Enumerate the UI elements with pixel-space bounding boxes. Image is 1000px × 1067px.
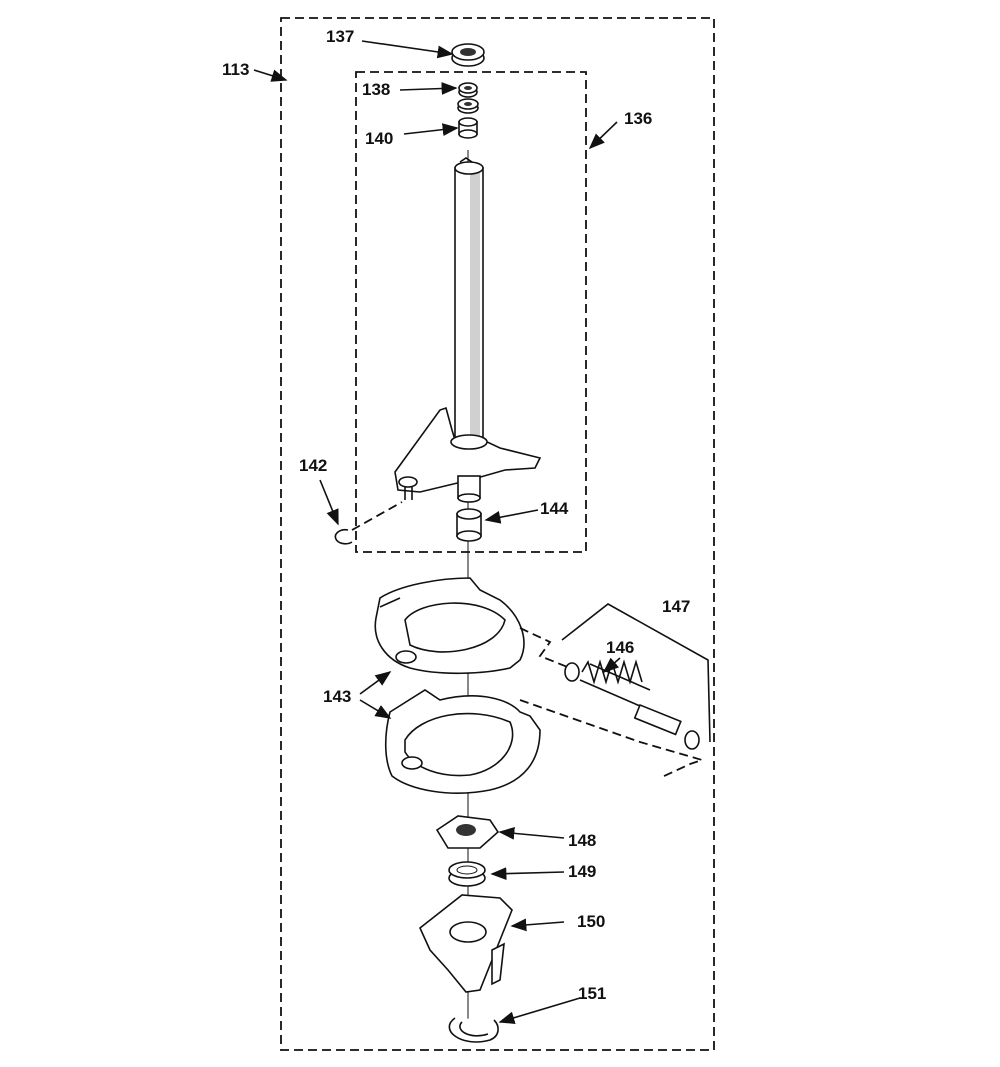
part-150-yoke — [419, 894, 513, 993]
callout-143: 143 — [323, 687, 351, 706]
part-140-bushing — [458, 117, 478, 139]
leader-140 — [403, 123, 459, 136]
part-143-brake-shoe-upper — [374, 577, 525, 675]
leader-143-b — [359, 699, 392, 719]
part-144-cam-bushing — [456, 508, 482, 542]
leader-136 — [588, 121, 618, 150]
callout-149: 149 — [568, 862, 596, 881]
part-142-clip — [334, 501, 403, 545]
part-148-plate — [435, 815, 500, 849]
callout-148: 148 — [568, 831, 596, 850]
leader-143-a — [359, 671, 392, 695]
part-149-ring — [448, 861, 486, 887]
part-bearing — [457, 98, 479, 114]
leader-148 — [498, 826, 565, 840]
callout-150: 150 — [577, 912, 605, 931]
leader-150 — [510, 918, 565, 932]
leader-144 — [484, 509, 539, 524]
leader-146 — [602, 657, 621, 674]
callout-113: 113 — [222, 60, 249, 79]
subassembly-136-boundary — [355, 71, 587, 553]
leader-137 — [361, 40, 454, 59]
leader-149 — [490, 867, 565, 880]
part-151-retaining-ring — [448, 1017, 499, 1043]
part-136-shaft-tube — [394, 157, 542, 503]
callout-144: 144 — [540, 499, 569, 518]
callout-151: 151 — [578, 984, 606, 1003]
callout-142: 142 — [299, 456, 327, 475]
part-137-seal — [451, 43, 485, 67]
label-147-bracket — [561, 603, 711, 743]
part-143-brake-shoe-lower — [384, 689, 541, 794]
callout-140: 140 — [365, 129, 393, 148]
assembly-113-boundary — [280, 17, 715, 1051]
leader-138 — [399, 82, 458, 95]
leader-151 — [498, 997, 581, 1024]
callout-138: 138 — [362, 80, 390, 99]
callout-146: 146 — [606, 638, 634, 657]
part-138-washer — [458, 82, 478, 98]
callout-137: 137 — [326, 27, 354, 46]
part-146-spring — [564, 659, 700, 750]
leader-142 — [319, 479, 339, 526]
leader-113 — [253, 69, 288, 82]
callout-147: 147 — [662, 597, 690, 616]
callout-136: 136 — [624, 109, 652, 128]
